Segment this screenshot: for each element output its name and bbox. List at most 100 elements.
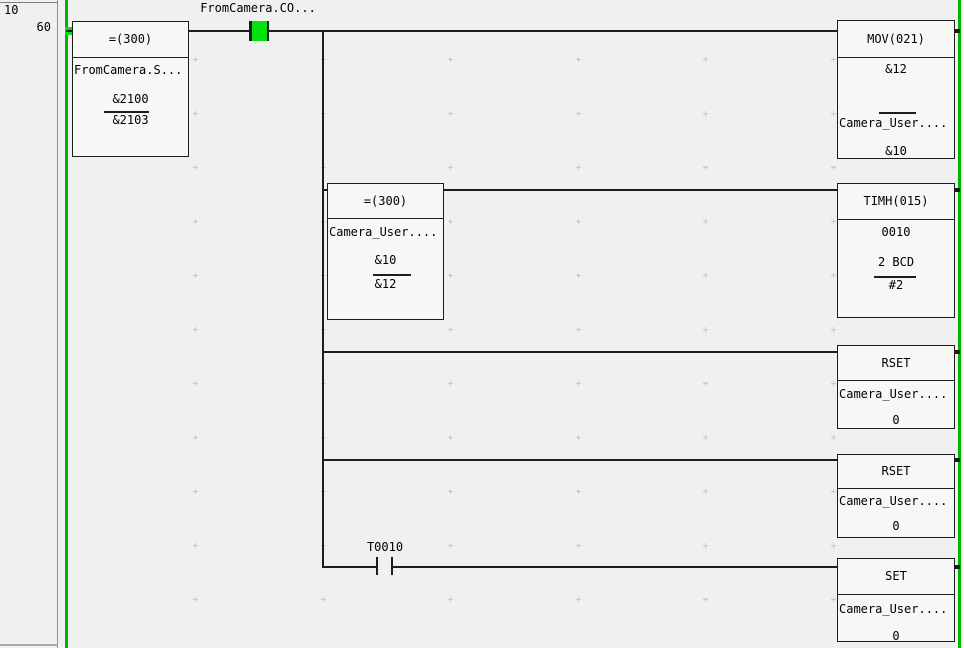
output-connector-tick xyxy=(954,350,960,354)
grid-dot xyxy=(831,435,836,440)
grid-dot xyxy=(576,273,581,278)
rung-separator-line-bottom xyxy=(0,644,58,646)
grid-dot xyxy=(448,435,453,440)
branch-wire-rset2 xyxy=(322,459,837,461)
contact-t0010-gap xyxy=(378,559,391,574)
left-power-rail xyxy=(65,0,68,648)
grid-dot xyxy=(576,381,581,386)
grid-dot xyxy=(448,543,453,548)
branch-wire-set xyxy=(322,566,837,568)
grid-dot xyxy=(576,543,581,548)
grid-dot xyxy=(703,381,708,386)
compare-block-user-operand: &12 xyxy=(374,277,397,291)
grid-dot xyxy=(448,57,453,62)
grid-dot xyxy=(321,597,326,602)
grid-dot xyxy=(448,219,453,224)
rung-number: 10 xyxy=(4,3,19,17)
timh-block-operand: 0010 xyxy=(881,225,911,239)
contact-fromcamera-complete-power-flow-highlight xyxy=(249,21,269,41)
compare-block-user[interactable]: =(300) Camera_User.... &10&12 xyxy=(327,183,444,320)
timh-block-operand: 2 BCD xyxy=(877,255,915,269)
grid-dot xyxy=(448,381,453,386)
grid-dot xyxy=(193,435,198,440)
grid-dot xyxy=(703,273,708,278)
grid-dot xyxy=(193,381,198,386)
grid-dot xyxy=(831,597,836,602)
contact-fromcamera-complete[interactable] xyxy=(266,21,269,41)
rset-block-2-operand: Camera_User.... xyxy=(839,494,948,508)
set-block-operand: 0 xyxy=(892,629,900,643)
grid-dot xyxy=(831,381,836,386)
grid-dot xyxy=(448,111,453,116)
compare-block-source[interactable]: =(300)FromCamera.S...&2100&2103 xyxy=(72,21,189,157)
grid-dot xyxy=(193,597,198,602)
mov-block-operand: &12 xyxy=(885,62,907,76)
grid-dot xyxy=(193,489,198,494)
grid-dot xyxy=(831,219,836,224)
rung-margin[interactable]: 10 60 xyxy=(0,0,58,648)
rset-block-1-operand: Camera_User.... xyxy=(839,387,948,401)
contact-t0010[interactable] xyxy=(375,557,378,575)
grid-dot xyxy=(193,327,198,332)
rset-block-2-operand: 0 xyxy=(892,519,900,533)
mov-block-value-separator xyxy=(879,112,916,114)
grid-dot xyxy=(831,111,836,116)
output-connector-tick xyxy=(954,458,960,462)
mov-block-title: MOV(021) xyxy=(838,21,954,58)
grid-dot xyxy=(448,273,453,278)
output-connector-tick xyxy=(954,565,960,569)
grid-dot xyxy=(831,543,836,548)
grid-dot xyxy=(448,489,453,494)
grid-dot xyxy=(576,435,581,440)
grid-dot xyxy=(576,327,581,332)
grid-dot xyxy=(703,543,708,548)
grid-dot xyxy=(576,597,581,602)
grid-dot xyxy=(193,273,198,278)
rung-separator-line xyxy=(0,2,58,3)
contact-fromcamera-complete-label: FromCamera.CO... xyxy=(200,1,316,15)
grid-dot xyxy=(576,57,581,62)
timh-block-value-separator xyxy=(874,276,916,278)
compare-block-source-value-separator xyxy=(104,111,149,113)
grid-dot xyxy=(193,165,198,170)
right-power-rail xyxy=(958,0,961,648)
grid-dot xyxy=(703,435,708,440)
contact-t0010-label: T0010 xyxy=(366,540,404,554)
timh-block-title: TIMH(015) xyxy=(838,184,954,220)
contact-t0010[interactable] xyxy=(390,557,393,575)
rung-step-number: 60 xyxy=(36,20,51,34)
set-block-title: SET xyxy=(838,559,954,595)
compare-block-user-operand: &10 xyxy=(374,253,397,267)
grid-dot xyxy=(193,543,198,548)
rset-block-1-title: RSET xyxy=(838,346,954,381)
grid-dot xyxy=(831,273,836,278)
grid-dot xyxy=(831,327,836,332)
compare-block-user-value-separator xyxy=(373,274,411,276)
contact-fromcamera-complete[interactable] xyxy=(249,21,252,41)
compare-block-user-operand: Camera_User.... xyxy=(329,225,438,239)
grid-dot xyxy=(193,219,198,224)
grid-dot xyxy=(193,111,198,116)
compare-block-source-title: =(300) xyxy=(73,22,188,58)
mov-block-operand: &10 xyxy=(885,144,907,158)
grid-dot xyxy=(703,219,708,224)
grid-dot xyxy=(576,165,581,170)
grid-dot xyxy=(831,57,836,62)
grid-dot xyxy=(703,57,708,62)
branch-wire-rset1 xyxy=(322,351,837,353)
compare-block-user-title: =(300) xyxy=(328,184,443,219)
grid-dot xyxy=(576,489,581,494)
compare-block-source-operand: &2100 xyxy=(112,92,149,106)
grid-dot xyxy=(703,597,708,602)
grid-dot xyxy=(703,489,708,494)
grid-dot xyxy=(831,165,836,170)
compare-block-source-operand: FromCamera.S... xyxy=(74,63,183,77)
rung-wire-main xyxy=(66,30,837,32)
